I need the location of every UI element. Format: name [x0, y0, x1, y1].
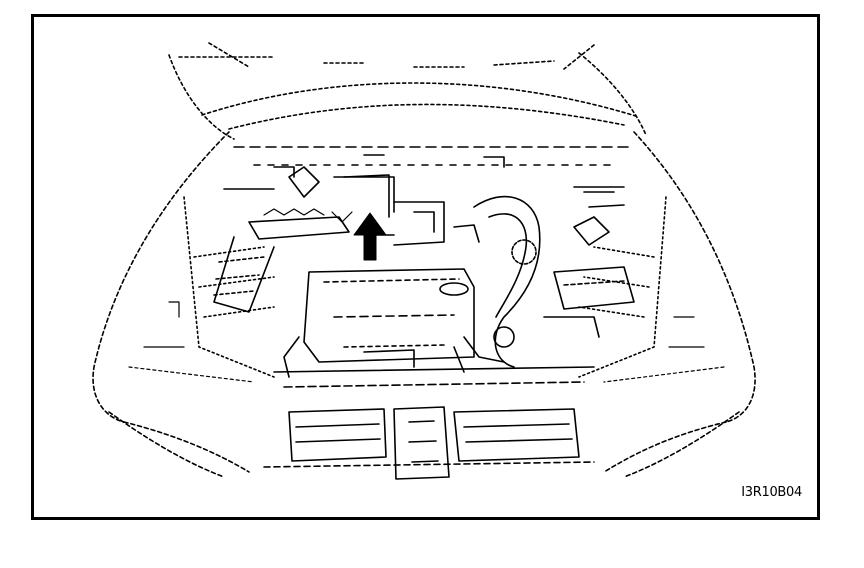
radiator-support [263, 406, 595, 480]
figure-frame: I3R10B04 [31, 14, 820, 520]
body-outline [92, 131, 756, 478]
battery-area [543, 191, 635, 338]
hood-outline [168, 42, 647, 140]
timing-belt-assembly [453, 195, 541, 368]
up-arrow-icon [353, 212, 387, 261]
component-marks [128, 208, 725, 383]
lower-crossmember [273, 346, 595, 388]
figure-id-label: I3R10B04 [741, 485, 802, 500]
air-intake [213, 166, 350, 313]
engine-block [283, 268, 475, 378]
engine-bay-illustration [92, 42, 756, 480]
inner-fenders [183, 196, 667, 378]
